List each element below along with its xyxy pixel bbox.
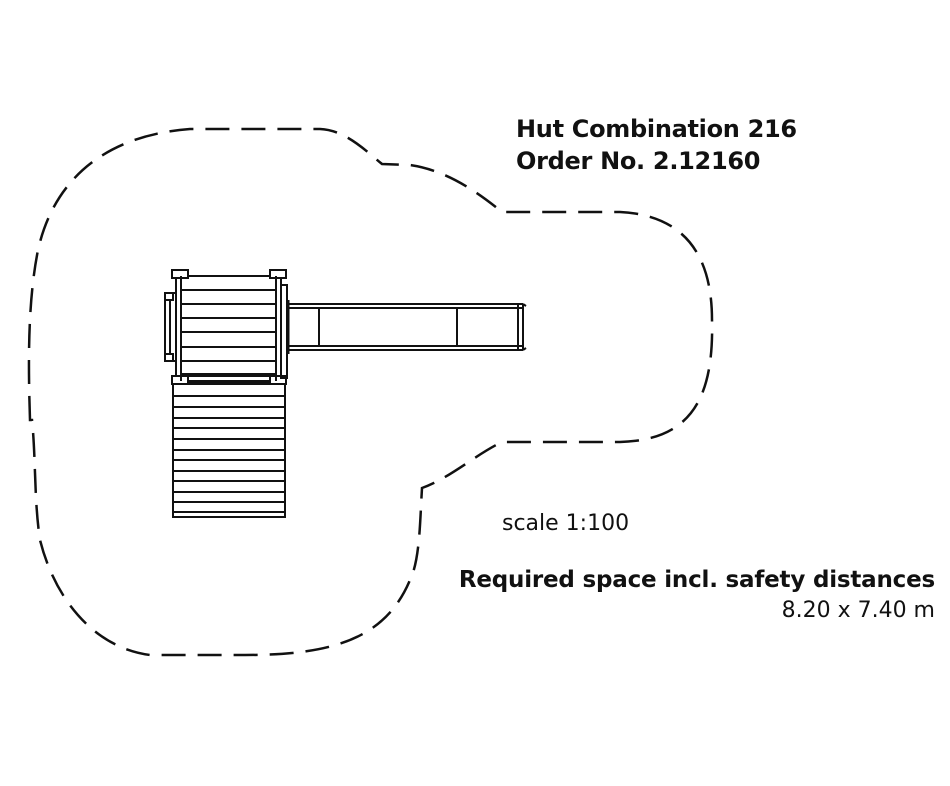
scale-label: scale 1:100	[502, 511, 630, 536]
stairs	[172, 383, 286, 518]
order-number: Order No. 2.12160	[516, 147, 761, 175]
required-space: Required space incl. safety distances 8.…	[459, 564, 935, 626]
product-heading: Hut Combination 216 Order No. 2.12160	[516, 113, 797, 177]
safety-zone-outline	[27, 127, 714, 657]
required-space-value: 8.20 x 7.40 m	[781, 598, 935, 623]
product-name: Hut Combination 216	[516, 115, 797, 143]
hut-platform	[164, 269, 288, 385]
required-space-label: Required space incl. safety distances	[458, 567, 935, 593]
slide	[286, 300, 527, 354]
